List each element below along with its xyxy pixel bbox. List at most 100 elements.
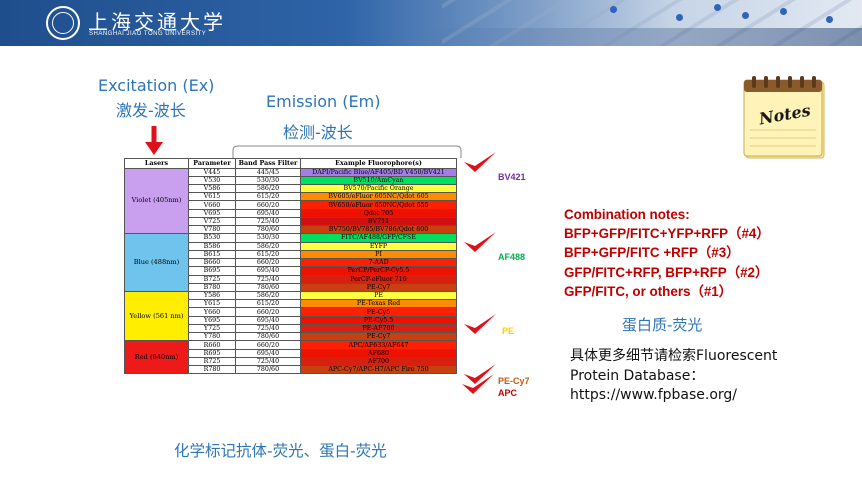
university-seal-icon bbox=[46, 6, 80, 40]
filter-cell: 445/45 bbox=[235, 167, 301, 177]
parameter-cell: V530 bbox=[188, 175, 236, 185]
parameter-cell: R660 bbox=[188, 340, 236, 350]
parameter-cell: R695 bbox=[188, 348, 236, 358]
combination-notes: Combination notes: BFP+GFP/FITC+YFP+RFP（… bbox=[564, 205, 770, 301]
parameter-cell: V725 bbox=[188, 216, 236, 227]
filter-cell: 530/30 bbox=[235, 233, 301, 243]
parameter-cell: B615 bbox=[188, 249, 236, 260]
fluorophore-cell: PE bbox=[300, 291, 457, 301]
filter-cell: 780/60 bbox=[235, 365, 301, 375]
parameter-cell: Y780 bbox=[188, 332, 236, 342]
filter-cell: 780/60 bbox=[235, 332, 301, 342]
banner-shadow bbox=[422, 28, 862, 46]
filter-cell: 695/40 bbox=[235, 208, 301, 218]
banner-dot bbox=[826, 16, 833, 23]
filter-cell: 780/60 bbox=[235, 282, 301, 293]
column-header-lasers: Lasers bbox=[124, 158, 189, 169]
parameter-cell: B780 bbox=[188, 282, 236, 293]
protein-label: 蛋白质-荧光 bbox=[622, 316, 703, 334]
fluorophore-cell: BV570/Pacific Orange bbox=[300, 183, 457, 194]
combination-line: GFP/FITC, or others（#1） bbox=[564, 283, 733, 299]
emission-title: Emission (Em) bbox=[266, 92, 381, 111]
column-header-fluorophore: Example Fluorophore(s) bbox=[300, 158, 457, 169]
filter-cell: 725/40 bbox=[235, 216, 301, 227]
parameter-cell: R780 bbox=[188, 365, 236, 375]
laser-cell: Yellow (561 nm) bbox=[124, 291, 189, 342]
filter-cell: 615/20 bbox=[235, 249, 301, 260]
fluorophore-cell: APC-Cy7/APC-H7/APC Fire 750 bbox=[300, 365, 457, 375]
label-apc: APC bbox=[498, 388, 518, 398]
parameter-cell: V695 bbox=[188, 208, 236, 218]
filter-cell: 695/40 bbox=[235, 266, 301, 276]
filter-cell: 615/20 bbox=[235, 192, 301, 202]
filter-cell: 530/30 bbox=[235, 175, 301, 185]
fpbase-url: https://www.fpbase.org/ bbox=[570, 387, 738, 403]
combination-title: Combination notes: bbox=[564, 207, 690, 222]
fluorophore-cell: PE-Cy5.5 bbox=[300, 315, 457, 325]
excitation-title: Excitation (Ex) bbox=[98, 76, 215, 95]
fluorophore-cell: Qdot 705 bbox=[300, 208, 457, 218]
banner-dot bbox=[676, 14, 683, 21]
more-info-line: 具体更多细节请检索Fluorescent bbox=[570, 348, 778, 364]
fluorophore-table: Lasers Parameter Band Pass Filter Exampl… bbox=[124, 158, 457, 375]
fluorophore-cell: BV510/AmCyan bbox=[300, 175, 457, 185]
fluorophore-cell: APC/AF633/AF647 bbox=[300, 340, 457, 350]
parameter-cell: B660 bbox=[188, 258, 236, 268]
university-name-en: SHANGHAI JIAO TONG UNIVERSITY bbox=[89, 31, 207, 37]
fluorophore-cell: BV750/BV785/BV786/Qdot 800 bbox=[300, 225, 457, 235]
filter-cell: 660/20 bbox=[235, 200, 301, 210]
parameter-cell: V660 bbox=[188, 200, 236, 210]
label-af488: AF488 bbox=[498, 252, 526, 262]
fluorophore-cell: DAPI/Pacific Blue/AF405/BD V450/BV421 bbox=[300, 167, 457, 177]
column-header-parameter: Parameter bbox=[188, 158, 236, 169]
header-banner: 上海交通大学 SHANGHAI JIAO TONG UNIVERSITY bbox=[0, 0, 862, 46]
filter-cell: 660/20 bbox=[235, 340, 301, 350]
filter-cell: 615/20 bbox=[235, 299, 301, 309]
parameter-cell: R725 bbox=[188, 356, 236, 367]
fluorophore-cell: AF700 bbox=[300, 356, 457, 367]
fluorophore-cell: BV605/eFluor 605NC/Qdot 605 bbox=[300, 192, 457, 202]
fluorophore-cell: PE-AF700 bbox=[300, 323, 457, 334]
filter-cell: 586/20 bbox=[235, 291, 301, 301]
label-pe: PE bbox=[502, 326, 515, 336]
fluorophore-cell: BV711 bbox=[300, 216, 457, 227]
parameter-cell: B695 bbox=[188, 266, 236, 276]
checkmark-icon bbox=[464, 232, 496, 252]
fluorophore-cell: 7-AAD bbox=[300, 258, 457, 268]
down-arrow-icon bbox=[145, 126, 163, 155]
fluorophore-cell: PerCP/PerCP-Cy5.5 bbox=[300, 266, 457, 276]
table-caption: 化学标记抗体-荧光、蛋白-荧光 bbox=[174, 442, 387, 460]
excitation-subtitle: 激发-波长 bbox=[116, 101, 186, 120]
university-name-cn: 上海交通大学 bbox=[88, 10, 226, 34]
fluorophore-cell: PI bbox=[300, 249, 457, 260]
laser-cell: Red (640nm) bbox=[124, 340, 189, 375]
parameter-cell: Y660 bbox=[188, 307, 236, 317]
filter-cell: 695/40 bbox=[235, 315, 301, 325]
parameter-cell: Y725 bbox=[188, 323, 236, 334]
combination-line: BFP+GFP/FITC+YFP+RFP（#4） bbox=[564, 226, 770, 242]
more-info-line: Protein Database： bbox=[570, 367, 705, 384]
checkmark-icon bbox=[462, 374, 494, 394]
fluorophore-cell: PE-Cy7 bbox=[300, 332, 457, 342]
parameter-cell: Y695 bbox=[188, 315, 236, 325]
notes-icon: Notes bbox=[743, 76, 825, 159]
parameter-cell: B530 bbox=[188, 233, 236, 243]
checkmark-icon bbox=[464, 314, 496, 334]
parameter-cell: V445 bbox=[188, 167, 236, 177]
column-header-filter: Band Pass Filter bbox=[235, 158, 301, 169]
filter-cell: 725/40 bbox=[235, 274, 301, 284]
fluorophore-cell: EYFP bbox=[300, 241, 457, 251]
parameter-cell: V615 bbox=[188, 192, 236, 202]
filter-cell: 695/40 bbox=[235, 348, 301, 358]
parameter-cell: B586 bbox=[188, 241, 236, 251]
more-info: 具体更多细节请检索Fluorescent Protein Database： h… bbox=[570, 347, 777, 406]
parameter-cell: V780 bbox=[188, 225, 236, 235]
